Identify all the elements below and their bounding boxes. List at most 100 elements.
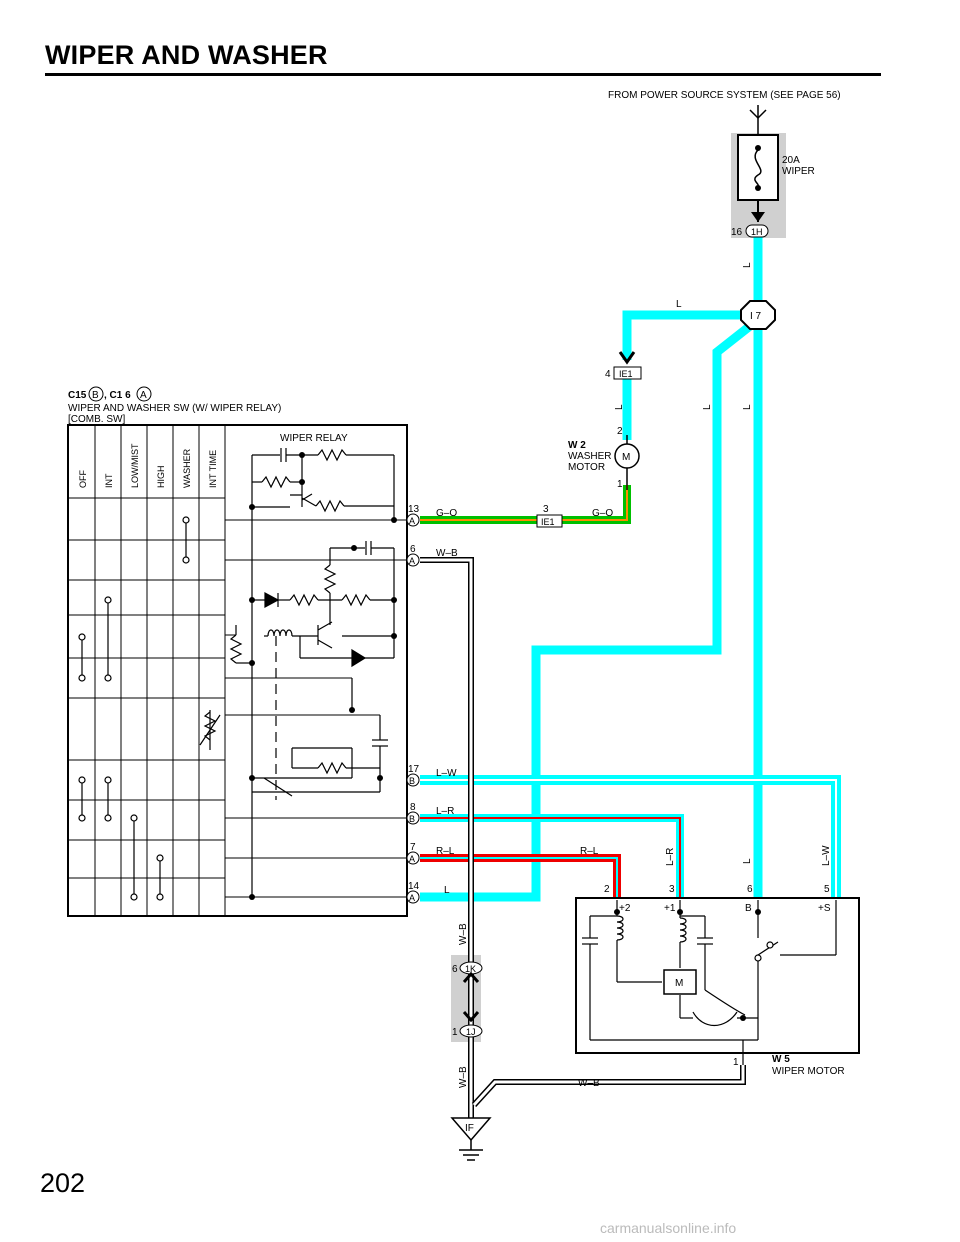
switch-sub: [COMB. SW] bbox=[68, 414, 125, 425]
relay-junctions bbox=[249, 452, 397, 900]
svg-text:1: 1 bbox=[733, 1057, 739, 1068]
svg-text:13: 13 bbox=[408, 504, 420, 515]
svg-text:L: L bbox=[614, 404, 625, 410]
c1h-label: 1H bbox=[751, 227, 763, 237]
connector-1j bbox=[459, 1024, 483, 1038]
c1j-label: 1J bbox=[466, 1027, 476, 1037]
ie1-top-label: IE1 bbox=[619, 369, 633, 379]
svg-text:B: B bbox=[409, 776, 415, 786]
svg-text:17: 17 bbox=[408, 764, 420, 775]
svg-text:R–L: R–L bbox=[580, 846, 599, 857]
connector-ie1-top bbox=[613, 366, 642, 380]
switch-grid bbox=[68, 425, 410, 916]
washer-motor-symbol: M bbox=[622, 452, 630, 463]
svg-text:6: 6 bbox=[410, 544, 416, 555]
switch-column-headers: OFF INT LOW/MIST HIGH WASHER INT TIME bbox=[78, 443, 218, 488]
svg-text:B: B bbox=[409, 814, 415, 824]
svg-text:W–B: W–B bbox=[458, 923, 469, 945]
col-int-time: INT TIME bbox=[208, 450, 218, 488]
wiper-motor-box bbox=[575, 897, 860, 1054]
relay-label: WIPER RELAY bbox=[280, 433, 348, 444]
svg-text:8: 8 bbox=[410, 802, 416, 813]
ground-connector bbox=[450, 1117, 492, 1142]
page-number: 202 bbox=[40, 1168, 86, 1198]
wiper-motor-id: W 5 bbox=[772, 1054, 790, 1065]
page-title: WIPER AND WASHER bbox=[45, 40, 328, 70]
washer-pin-bottom: 1 bbox=[617, 479, 623, 490]
svg-text:W–B: W–B bbox=[458, 1066, 469, 1088]
svg-text:+2: +2 bbox=[619, 903, 631, 914]
switch-badge-a: A bbox=[140, 390, 147, 401]
svg-text:B: B bbox=[745, 903, 752, 914]
switch-c15: C15 bbox=[68, 390, 87, 401]
switch-pins bbox=[406, 513, 420, 904]
connector-1h bbox=[745, 224, 769, 238]
ground-label: IF bbox=[465, 1123, 474, 1134]
svg-text:L: L bbox=[676, 299, 682, 310]
washer-motor-icon bbox=[614, 443, 640, 469]
ie1-mid-pin: 3 bbox=[543, 504, 549, 515]
washer-pin-top: 2 bbox=[617, 426, 623, 437]
pin-labels: 13 A G–O 6 A W–B 17 B L–W 8 B L–R 7 A R–… bbox=[408, 504, 458, 903]
svg-text:L–R: L–R bbox=[436, 806, 454, 817]
switch-name: WIPER AND WASHER SW (W/ WIPER RELAY) bbox=[68, 403, 281, 414]
col-int: INT bbox=[104, 473, 114, 488]
fuse-icon bbox=[754, 149, 762, 187]
wiper-motor-symbol: M bbox=[675, 978, 683, 989]
ie1-mid-label: IE1 bbox=[541, 517, 555, 527]
power-source-label: FROM POWER SOURCE SYSTEM (SEE PAGE 56) bbox=[608, 90, 841, 101]
wire-l-pin14 bbox=[420, 322, 753, 902]
fuse-amp-label: 20A bbox=[782, 155, 800, 166]
washer-motor-name1: WASHER bbox=[568, 451, 612, 462]
svg-text:A: A bbox=[409, 854, 415, 864]
junction-i7 bbox=[740, 300, 776, 330]
c1k-pin: 6 bbox=[452, 964, 458, 975]
wiper-motor-name: WIPER MOTOR bbox=[772, 1066, 845, 1077]
fuse-name-label: WIPER bbox=[782, 166, 815, 177]
svg-text:L: L bbox=[742, 262, 753, 268]
wiper-motor-junctions bbox=[614, 909, 761, 1021]
wire-labels: L L L L L L G–O R–L L–R L–W W–B W–B W–B bbox=[458, 262, 832, 1089]
col-washer: WASHER bbox=[182, 448, 192, 488]
svg-text:6: 6 bbox=[747, 884, 753, 895]
svg-text:L: L bbox=[742, 858, 753, 864]
svg-text:2: 2 bbox=[604, 884, 610, 895]
col-low-mist: LOW/MIST bbox=[130, 443, 140, 488]
svg-text:A: A bbox=[409, 893, 415, 903]
wiper-motor-icon bbox=[663, 969, 697, 995]
svg-text:W–B: W–B bbox=[578, 1078, 600, 1089]
svg-text:L: L bbox=[444, 885, 450, 896]
switch-c16: , C1 6 bbox=[104, 390, 131, 401]
watermark: carmanualsonline.info bbox=[600, 1220, 737, 1236]
svg-text:L–R: L–R bbox=[665, 848, 676, 866]
switch-box bbox=[67, 424, 408, 917]
svg-text:L: L bbox=[742, 404, 753, 410]
svg-text:R–L: R–L bbox=[436, 846, 455, 857]
i7-label: I 7 bbox=[750, 311, 762, 322]
col-high: HIGH bbox=[156, 466, 166, 489]
washer-motor-id: W 2 bbox=[568, 440, 586, 451]
wire-l-group bbox=[420, 233, 841, 902]
washer-motor-name2: MOTOR bbox=[568, 462, 605, 473]
wire-wb-motor bbox=[471, 1065, 746, 1108]
title-rule bbox=[45, 73, 881, 76]
svg-text:A: A bbox=[409, 516, 415, 526]
svg-text:L–W: L–W bbox=[436, 768, 457, 779]
relay-circuit bbox=[199, 448, 395, 897]
c1k-label: 1K bbox=[465, 964, 476, 974]
svg-text:A: A bbox=[409, 556, 415, 566]
svg-text:+1: +1 bbox=[664, 903, 676, 914]
svg-text:W–B: W–B bbox=[436, 548, 458, 559]
svg-text:7: 7 bbox=[410, 842, 416, 853]
svg-text:5: 5 bbox=[824, 884, 830, 895]
col-off: OFF bbox=[78, 470, 88, 488]
svg-text:14: 14 bbox=[408, 881, 420, 892]
switch-contacts bbox=[78, 516, 190, 901]
c1j-pin: 1 bbox=[452, 1027, 458, 1038]
switch-badge-b: B bbox=[92, 390, 99, 401]
svg-text:3: 3 bbox=[669, 884, 675, 895]
svg-text:G–O: G–O bbox=[592, 508, 613, 519]
connector-ie1-mid bbox=[536, 514, 563, 528]
ie1-top-pin: 4 bbox=[605, 369, 611, 380]
